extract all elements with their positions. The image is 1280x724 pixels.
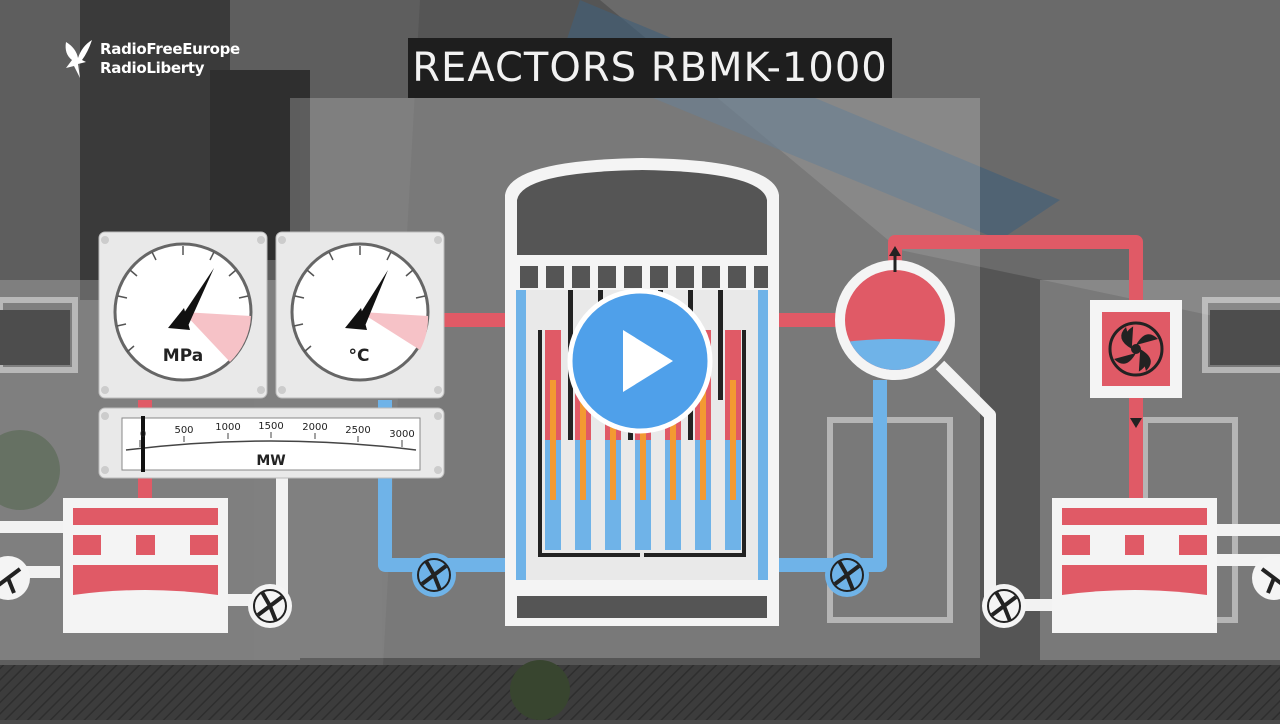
power-scale-tick: 3000 [389,429,414,440]
pump-icon [825,553,869,597]
pressure-unit-label: MPa [163,346,203,366]
condenser-left [63,498,228,633]
pump-icon [1252,556,1280,600]
pump-icon [982,584,1026,628]
temperature-gauge [275,231,445,399]
pressure-gauge [98,231,268,399]
logo-line-2: RadioLiberty [100,59,205,77]
play-icon [567,288,713,434]
logo-bird-icon [65,40,92,78]
power-unit-label: MW [256,453,285,469]
condenser-right [1052,498,1217,633]
power-scale-tick: 1000 [215,422,240,433]
pump-icon [0,556,30,600]
power-scale-tick: 0 [140,429,146,440]
channel-logo: RadioFreeEurope RadioLiberty [62,38,240,80]
pump-icon [412,553,456,597]
video-title-banner: REACTORS RBMK-1000 [408,38,892,98]
temperature-unit-label: °C [349,346,370,366]
arrow-up-icon [889,246,901,256]
video-title: REACTORS RBMK-1000 [412,45,888,91]
play-button[interactable] [567,288,713,434]
pump-icon [248,584,292,628]
power-scale-tick: 2000 [302,422,327,433]
fan-icon [1108,321,1164,377]
power-scale-tick: 2500 [345,425,370,436]
arrow-down-icon [1130,418,1142,428]
power-scale-tick: 500 [174,425,193,436]
logo-line-1: RadioFreeEurope [100,40,240,58]
power-meter [98,407,445,479]
power-scale-tick: 1500 [258,421,283,432]
